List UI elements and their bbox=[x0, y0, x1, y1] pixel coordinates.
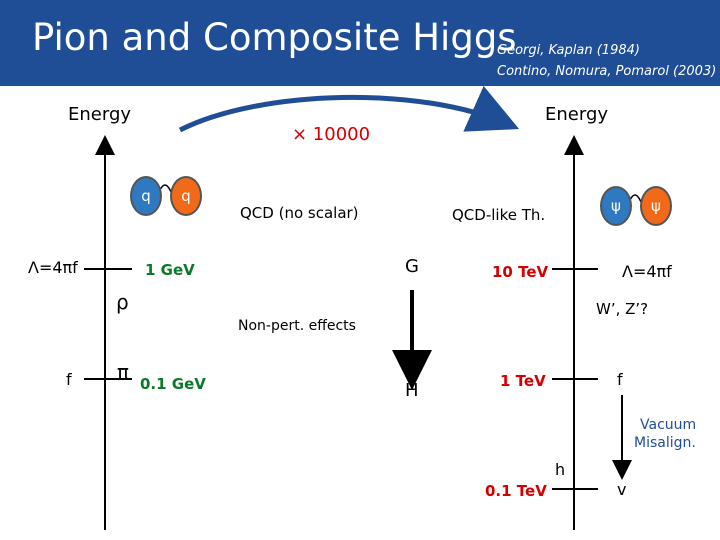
psi-ball-orange: ψ bbox=[640, 186, 672, 226]
rho-label: ρ bbox=[116, 290, 129, 314]
psi-label-2: ψ bbox=[651, 197, 661, 215]
small-h-label: h bbox=[555, 460, 566, 479]
left-f-label: f bbox=[66, 370, 72, 389]
citation-contino-nomura-pomarol: Contino, Nomura, Pomarol (2003) bbox=[497, 64, 717, 79]
citation-georgi-kaplan: Georgi, Kaplan (1984) bbox=[497, 43, 640, 58]
qcd-like-label: QCD-like Th. bbox=[452, 206, 546, 224]
right-scale-01tev: 0.1 TeV bbox=[485, 482, 547, 500]
right-scale-1tev: 1 TeV bbox=[500, 372, 546, 390]
left-tick-lambda bbox=[84, 268, 132, 270]
psi-label-1: ψ bbox=[611, 197, 621, 215]
vacuum-label-line2: Misalign. bbox=[634, 435, 696, 451]
left-energy-label: Energy bbox=[68, 104, 132, 125]
slide-title: Pion and Composite Higgs bbox=[32, 16, 517, 59]
quark-label-2: q bbox=[181, 187, 191, 205]
quark-label-1: q bbox=[141, 187, 151, 205]
title-banner: Pion and Composite Higgs Georgi, Kaplan … bbox=[0, 0, 720, 86]
right-lambda-label: Λ=4πf bbox=[622, 262, 672, 281]
psi-ball-blue: ψ bbox=[600, 186, 632, 226]
left-scale-1gev: 1 GeV bbox=[145, 261, 195, 279]
v-label: v bbox=[617, 480, 627, 499]
left-tick-f bbox=[84, 378, 132, 380]
quark-ball-orange: q bbox=[170, 176, 202, 216]
scale-up-arrow bbox=[178, 85, 520, 133]
right-tick-h bbox=[552, 488, 598, 490]
right-energy-label: Energy bbox=[545, 104, 609, 125]
right-tick-f bbox=[552, 378, 598, 380]
quark-ball-blue: q bbox=[130, 176, 162, 216]
qcd-label: QCD (no scalar) bbox=[240, 204, 359, 222]
pi-label: π bbox=[117, 360, 130, 384]
h-big-label: H bbox=[405, 380, 419, 401]
right-f-label: f bbox=[617, 370, 623, 389]
left-lambda-label: Λ=4πf bbox=[28, 258, 78, 277]
scale-factor-label: × 10000 bbox=[292, 124, 371, 145]
g-label: G bbox=[405, 256, 419, 277]
left-scale-01gev: 0.1 GeV bbox=[140, 375, 206, 393]
nonpert-label: Non-pert. effects bbox=[238, 318, 356, 334]
right-tick-lambda bbox=[552, 268, 598, 270]
vacuum-label-line1: Vacuum bbox=[640, 417, 697, 433]
right-scale-10tev: 10 TeV bbox=[492, 263, 549, 281]
wz-label: W’, Z’? bbox=[596, 300, 649, 318]
